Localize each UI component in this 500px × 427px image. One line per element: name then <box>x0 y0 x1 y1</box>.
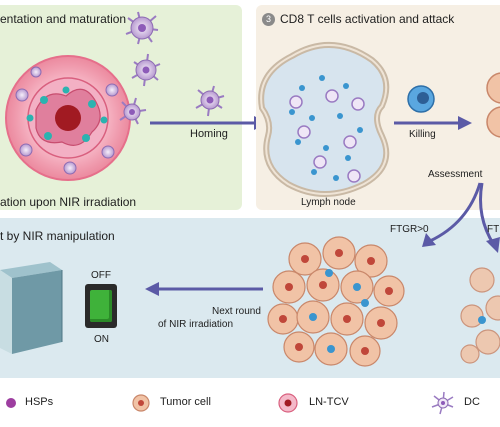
dc-icon <box>431 391 454 415</box>
ln-tcv-icon <box>278 393 298 413</box>
homing-label: Homing <box>190 128 228 140</box>
target-cells-edge <box>486 72 500 138</box>
lymph-node-glow-illustration <box>5 11 225 181</box>
lymph-node-label: Lymph node <box>301 197 356 208</box>
next-round-label-line2: of NIR irradiation <box>158 319 234 330</box>
legend-label-dc: DC <box>464 396 480 408</box>
dendritic-cell-group <box>119 11 225 125</box>
tumor-core <box>55 105 81 131</box>
nir-toggle-switch[interactable] <box>85 284 117 328</box>
tumor-cluster-right <box>460 267 500 364</box>
hsp-icon <box>6 398 16 408</box>
panel-dc-maturation-title: entation and maturation <box>0 12 127 26</box>
nir-device <box>0 262 63 354</box>
killing-label: Killing <box>409 129 436 140</box>
killing-arrow <box>394 116 472 130</box>
ftgr-label-cut: FT <box>487 224 500 235</box>
panel-t-cell-activation-title: CD8 T cells activation and attack <box>280 12 455 26</box>
assessment-arrows <box>422 182 500 253</box>
tumor-cell-icon <box>132 394 150 412</box>
switch-rocker <box>90 290 112 322</box>
legend-label-ln-tcv: LN-TCV <box>309 396 349 408</box>
switch-off-label: OFF <box>91 270 111 281</box>
legend-label-hsps: HSPs <box>25 396 54 408</box>
lymph-node-illustration <box>258 42 390 197</box>
next-round-arrow <box>145 282 263 296</box>
legend-label-tumor-cell: Tumor cell <box>160 396 211 408</box>
switch-on-label: ON <box>94 334 109 345</box>
panel-dc-maturation-caption: ation upon NIR irradiation <box>0 195 137 209</box>
panel-nir-manipulation <box>0 218 500 378</box>
legend: HSPs Tumor cell LN-TCV DC <box>0 385 500 425</box>
next-round-label-line1: Next round <box>212 306 261 317</box>
step-badge: 3 <box>262 13 275 26</box>
ftgr-label: FTGR>0 <box>390 224 429 235</box>
tumor-cluster <box>267 236 405 367</box>
panel-nir-manipulation-title: t by NIR manipulation <box>0 229 115 243</box>
assessment-label: Assessment <box>428 169 483 180</box>
t-cell-icon <box>407 85 435 113</box>
